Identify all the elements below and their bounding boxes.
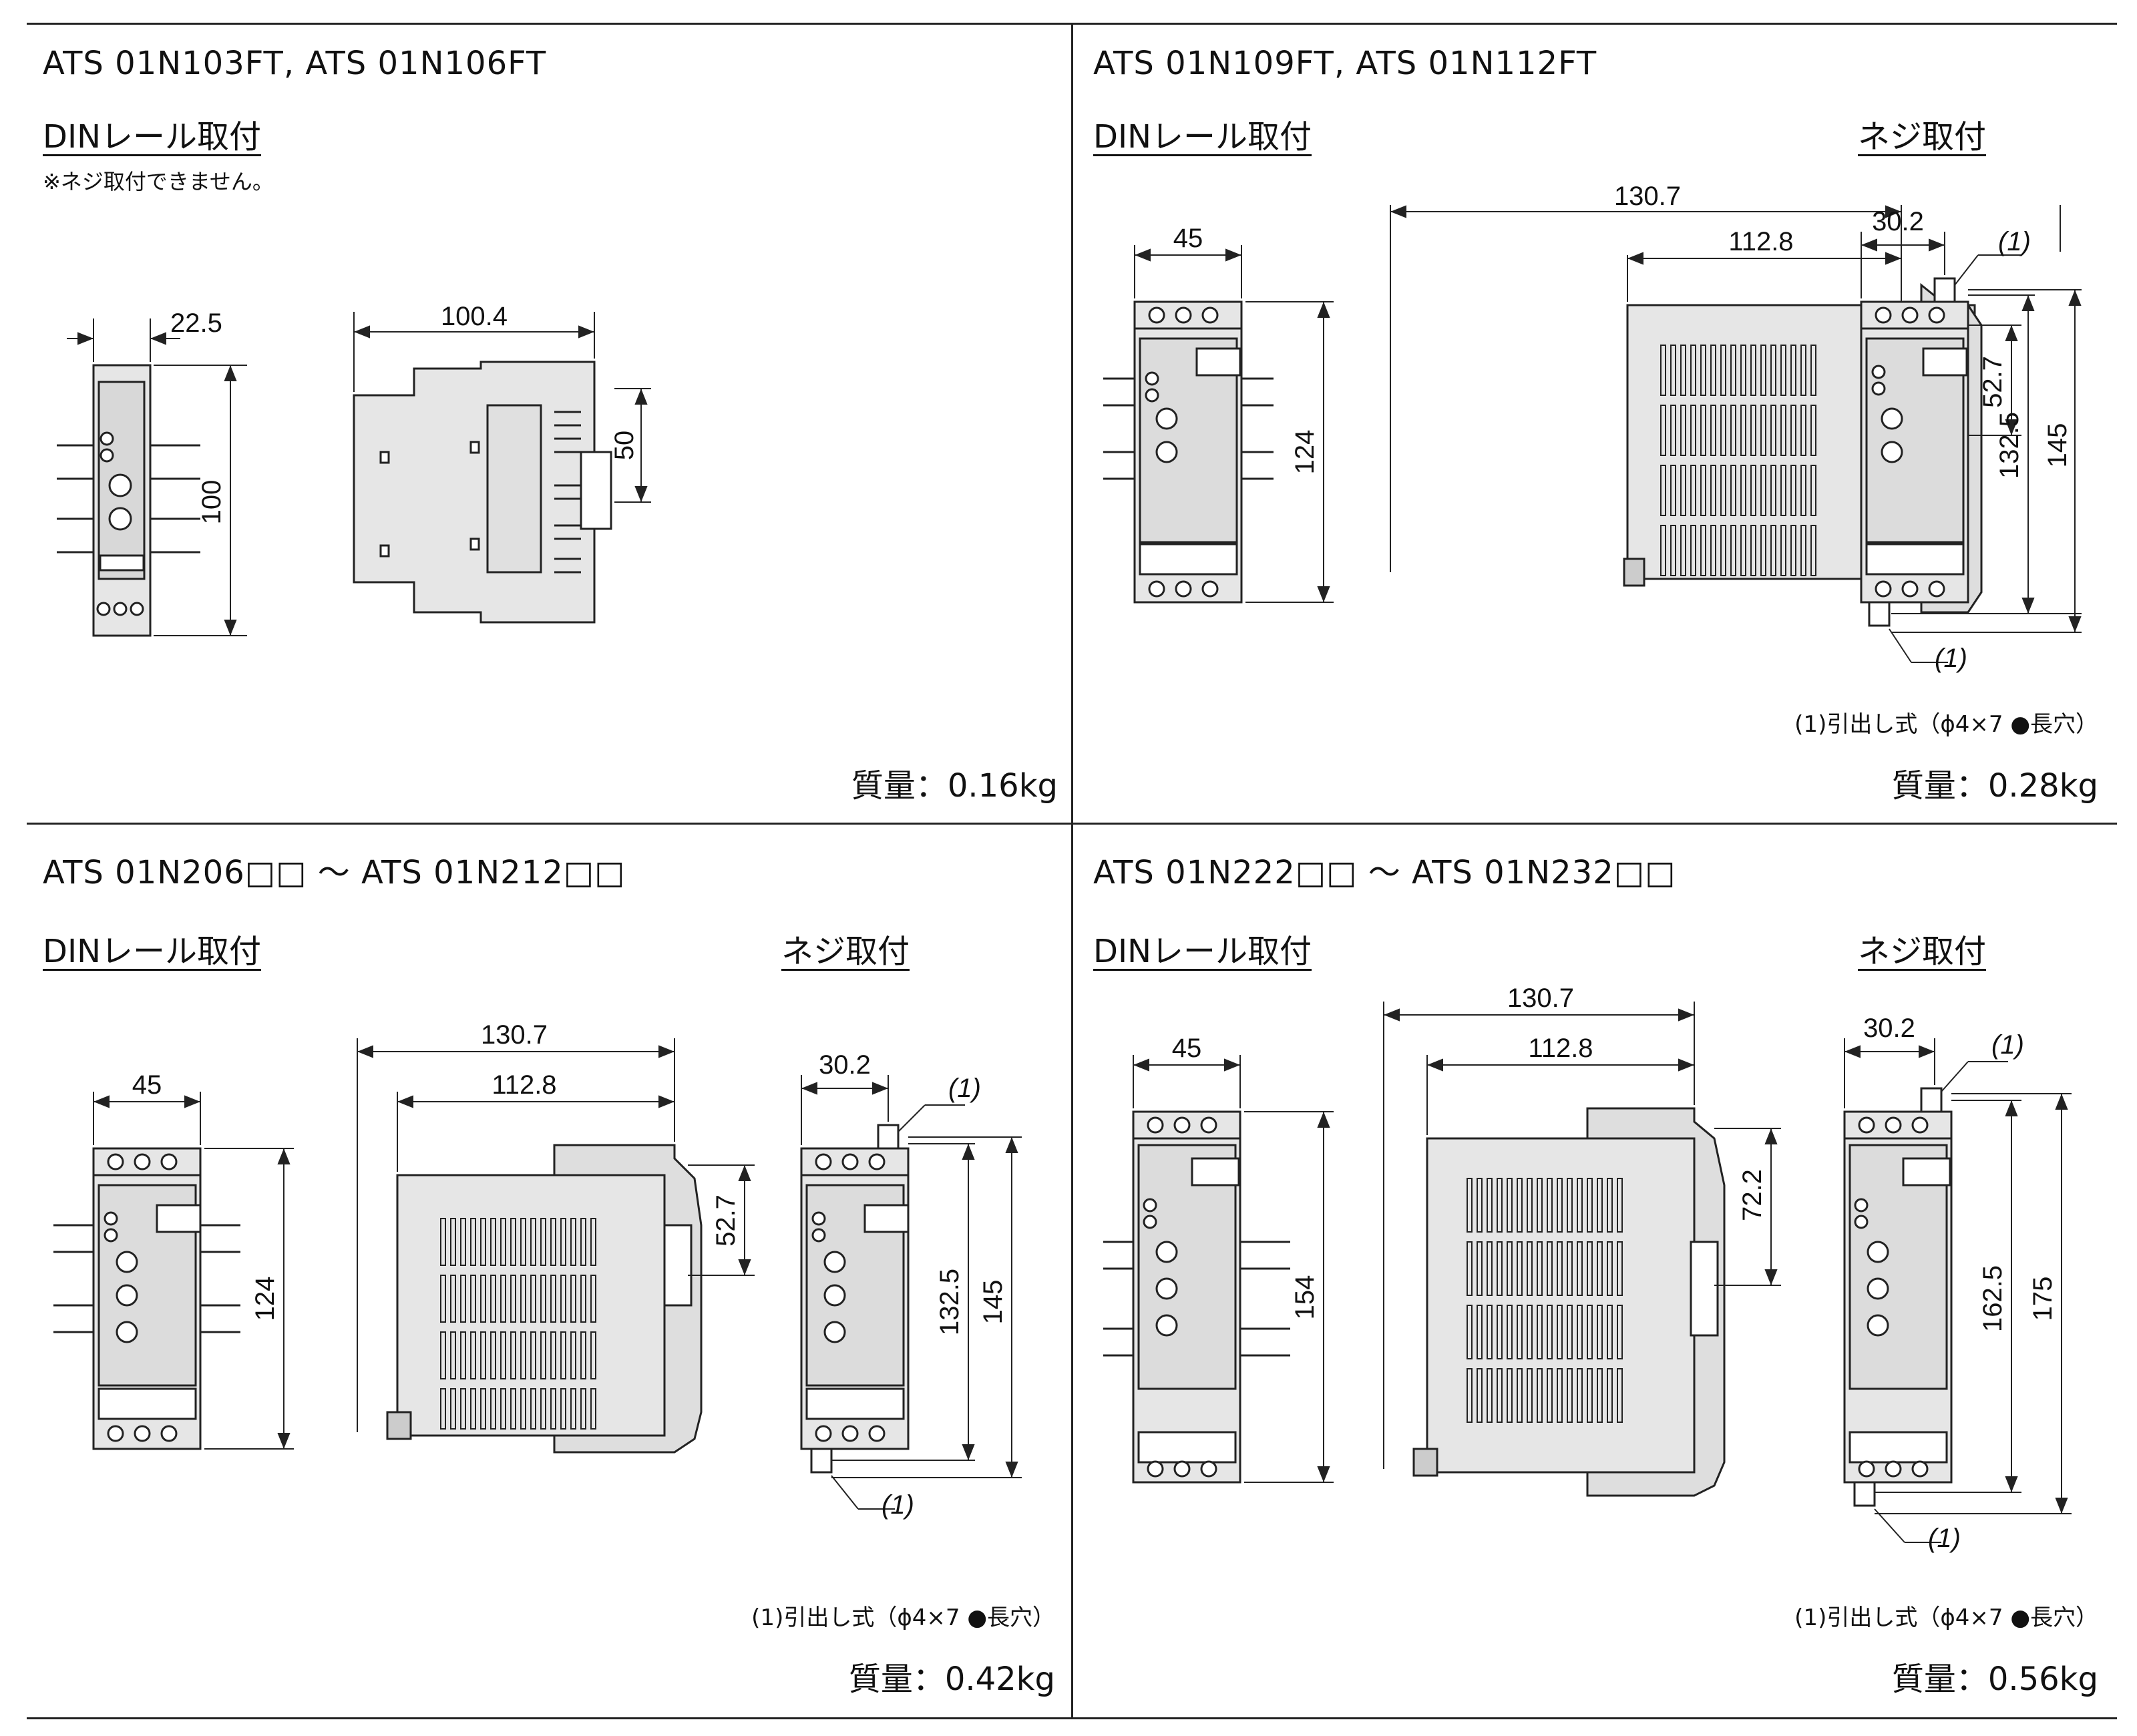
p1-depth-value: 100.4: [441, 302, 508, 331]
p4-side-view: [1412, 1107, 1726, 1497]
mass-label: 質量：0.42kg: [848, 1661, 1055, 1698]
footnote: (1)引出し式（ϕ4×7 ●長穴）: [1794, 711, 2098, 738]
din-rail-label: DINレール取付: [1093, 933, 1312, 970]
p1-width-value: 22.5: [170, 308, 222, 338]
p4-depth-value: 112.8: [1528, 1034, 1593, 1063]
p2-ref-top: (1): [1998, 227, 2031, 256]
p3-ref-bottom: (1): [882, 1490, 914, 1520]
p2-height-value: 124: [1290, 430, 1320, 475]
p3-screw-dims: [801, 1075, 1022, 1510]
p4-front-view: [1103, 1110, 1290, 1484]
p2-depth-total-value: 130.7: [1614, 182, 1681, 211]
p3-depth-total-value: 130.7: [481, 1020, 548, 1050]
p2-screw-view: [1860, 277, 1969, 627]
p3-screw-view: [800, 1124, 910, 1474]
p3-dim-front: [93, 1092, 294, 1450]
p3-height-value: 124: [250, 1277, 280, 1321]
p3-front-view: [53, 1147, 240, 1450]
p2-dim-width: [1134, 245, 1242, 298]
p4-screw-pitch-value: 162.5: [1978, 1265, 2007, 1332]
panel-ats01n222: ATS 01N222□□ ～ ATS 01N232□□ DINレール取付 ネジ取…: [1073, 825, 2117, 1717]
p1-dim-depth: [353, 312, 595, 392]
p4-dim-side: [1383, 1002, 1781, 1469]
p3-side-view: [386, 1144, 703, 1454]
screw-mount-label: ネジ取付: [781, 933, 910, 970]
p4-width-value: 45: [1172, 1034, 1202, 1063]
p1-height-value: 100: [197, 480, 226, 525]
panel-ats01n109ft: ATS 01N109FT, ATS 01N112FT DINレール取付 ネジ取付: [1073, 25, 2117, 823]
p2-screw-offset-value: 30.2: [1872, 207, 1924, 236]
p4-ref-top: (1): [1991, 1030, 2024, 1060]
p2-ref-bottom: (1): [1935, 644, 1967, 673]
p1-dim-rail: [614, 388, 651, 503]
mass-label: 質量：0.16kg: [851, 767, 1058, 805]
p3-drawings: 45 124 130.7 112.8 52.7: [53, 1020, 1022, 1520]
p3-screw-total-value: 145: [978, 1280, 1008, 1325]
p2-dim-lines: [1390, 205, 2021, 572]
din-rail-label: DINレール取付: [1093, 118, 1312, 156]
p1-dim-height: [154, 365, 247, 636]
p2-screw-dims: [1861, 232, 2082, 663]
p1-drawings: 22.5 100: [57, 302, 651, 637]
p2-drawings: 45 124: [1103, 182, 2082, 673]
footnote: (1)引出し式（ϕ4×7 ●長穴）: [751, 1604, 1055, 1631]
p1-front-view: [57, 364, 200, 637]
p1-side-view: [353, 361, 612, 624]
p4-screw-offset-value: 30.2: [1863, 1014, 1915, 1043]
panel-title: ATS 01N206□□ ～ ATS 01N212□□: [43, 854, 626, 891]
p1-dim-width: [67, 318, 180, 362]
p2-dim-height: [1245, 301, 1334, 603]
p2-depth-value: 112.8: [1728, 227, 1793, 256]
p3-depth-value: 112.8: [492, 1070, 556, 1100]
p4-height-value: 154: [1290, 1275, 1320, 1320]
p3-screw-offset-value: 30.2: [819, 1050, 871, 1080]
p4-drawings: 45 154 130.7 112.8 72.2: [1103, 984, 2072, 1553]
p4-rail-value: 72.2: [1738, 1169, 1767, 1221]
p2-dim-depth-total: [2060, 205, 2061, 252]
p3-dim-side: [357, 1038, 755, 1432]
p3-width-value: 45: [132, 1070, 162, 1100]
p3-screw-pitch-value: 132.5: [935, 1269, 964, 1335]
p4-screw-view: [1843, 1087, 1953, 1507]
panel-title: ATS 01N222□□ ～ ATS 01N232□□: [1093, 854, 1676, 891]
screw-mount-label: ネジ取付: [1858, 933, 1987, 970]
footnote: (1)引出し式（ϕ4×7 ●長穴）: [1794, 1604, 2098, 1631]
screw-mount-label: ネジ取付: [1858, 118, 1987, 156]
p2-front-view: [1103, 300, 1274, 604]
p4-depth-total-value: 130.7: [1507, 984, 1574, 1013]
p4-screw-dims: [1844, 1038, 2072, 1543]
p3-rail-value: 52.7: [711, 1195, 741, 1247]
p1-rail-value: 50: [610, 431, 639, 461]
panel-ats01n103ft: ATS 01N103FT, ATS 01N106FT DINレール取付 ※ネジ取…: [27, 25, 1071, 823]
no-screw-note: ※ネジ取付できません。: [43, 169, 274, 194]
p2-screw-total-value: 145: [2043, 423, 2072, 468]
p4-screw-total-value: 175: [2028, 1277, 2058, 1321]
mass-label: 質量：0.28kg: [1891, 767, 2098, 805]
panel-title: ATS 01N103FT, ATS 01N106FT: [43, 45, 547, 82]
panel-ats01n206: ATS 01N206□□ ～ ATS 01N212□□ DINレール取付 ネジ取…: [27, 825, 1071, 1717]
panel-title: ATS 01N109FT, ATS 01N112FT: [1093, 45, 1597, 82]
p3-ref-top: (1): [948, 1074, 981, 1103]
din-rail-label: DINレール取付: [43, 118, 262, 156]
din-rail-label: DINレール取付: [43, 933, 262, 970]
mass-label: 質量：0.56kg: [1891, 1661, 2098, 1698]
p2-screw-pitch-value: 132.5: [1995, 412, 2024, 479]
center-divider: [1071, 23, 1073, 1719]
p4-ref-bottom: (1): [1928, 1524, 1961, 1553]
p2-width-value: 45: [1173, 224, 1203, 253]
p4-dim-front: [1133, 1055, 1334, 1483]
p2-rail-value: 52.7: [1978, 356, 2007, 408]
